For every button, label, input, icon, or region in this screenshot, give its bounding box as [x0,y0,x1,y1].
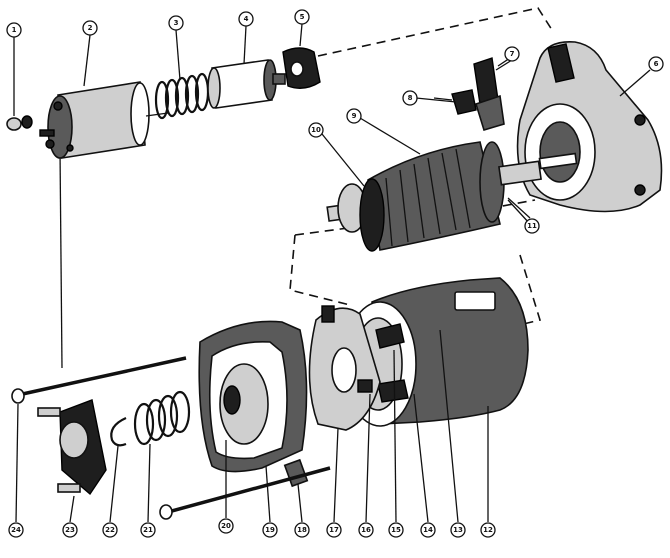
callout-11-label: 11 [527,222,537,230]
callout-17: 17 [326,522,342,538]
callout-1-label: 1 [12,26,17,34]
callout-18: 18 [294,522,310,538]
callout-6: 6 [648,56,664,72]
callout-5: 5 [294,9,310,25]
callout-19-label: 19 [265,526,275,534]
callout-9-label: 9 [352,112,357,120]
callouts: 1 2 3 4 5 6 7 8 9 10 11 12 13 14 15 16 1… [6,9,664,538]
part-drive-lever [433,57,511,131]
callout-8: 8 [402,90,418,106]
callout-20: 20 [218,518,234,534]
callout-12: 12 [480,522,496,538]
part-through-bolts [11,356,331,520]
callout-18-label: 18 [297,526,307,534]
callout-24-label: 24 [11,526,21,534]
part-solenoid [39,81,169,159]
callout-10: 10 [308,122,324,138]
callout-17-label: 17 [329,526,339,534]
callout-13-label: 13 [453,526,463,534]
callout-15: 15 [388,522,404,538]
callout-14-label: 14 [423,526,433,534]
callout-11: 11 [524,218,540,234]
callout-2-label: 2 [88,24,93,32]
callout-21-label: 21 [143,526,153,534]
part-brush-spring [133,390,191,446]
part-armature [326,141,578,252]
callout-4: 4 [238,11,254,27]
callout-23-label: 23 [65,526,75,534]
callout-16-label: 16 [361,526,371,534]
callout-14: 14 [420,522,436,538]
callout-20-label: 20 [221,522,231,530]
callout-1: 1 [6,22,22,38]
callout-9: 9 [346,108,362,124]
part-retaining-clip [110,416,127,447]
callout-24: 24 [8,522,24,538]
part-commutator-end-housing [198,320,309,488]
part-end-cap [37,399,107,496]
callout-22-label: 22 [105,526,115,534]
callout-5-label: 5 [300,13,305,21]
callout-7-label: 7 [510,50,515,58]
callout-leaders [13,23,651,523]
callout-22: 22 [102,522,118,538]
callout-13: 13 [450,522,466,538]
callout-6-label: 6 [654,60,659,68]
part-brush-plate [308,305,381,431]
part-nut [6,115,33,131]
armature-windings [385,148,471,247]
callout-8-label: 8 [408,94,413,102]
callout-2: 2 [82,20,98,36]
callout-19: 19 [262,522,278,538]
callout-16: 16 [358,522,374,538]
part-drive-end-housing [516,41,663,213]
callout-7: 7 [504,46,520,62]
callout-12-label: 12 [483,526,493,534]
callout-21: 21 [140,522,156,538]
part-plunger-cap [282,47,321,89]
callout-3: 3 [168,15,184,31]
callout-4-label: 4 [244,15,249,23]
callout-3-label: 3 [174,19,179,27]
part-solenoid-spring [154,72,210,120]
callout-15-label: 15 [391,526,401,534]
part-plunger [207,59,286,109]
callout-10-label: 10 [311,126,321,134]
callout-23: 23 [62,522,78,538]
